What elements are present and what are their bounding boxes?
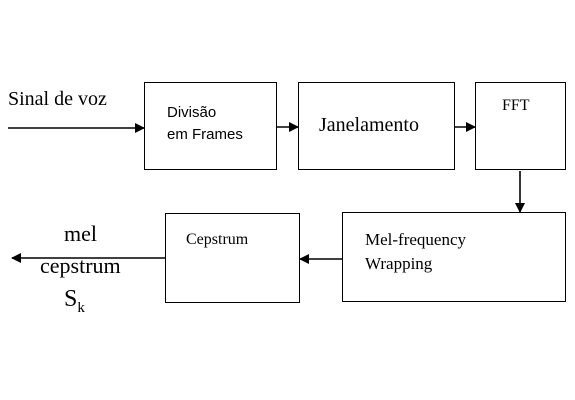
box-divisao-line1: Divisão	[167, 104, 217, 121]
box-fft: FFT	[475, 82, 566, 170]
output-label-line2: cepstrum	[40, 253, 121, 278]
output-label-line1: mel	[64, 221, 97, 246]
box-divisao-line2: em Frames	[167, 126, 243, 143]
box-janelamento-label: Janelamento	[319, 114, 419, 136]
box-janelamento: Janelamento	[298, 82, 455, 170]
box-cepstrum: Cepstrum	[165, 213, 300, 303]
input-label: Sinal de voz	[8, 88, 107, 110]
box-melfreq-line1: Mel-frequency	[365, 230, 467, 249]
output-symbol: Sk	[64, 286, 85, 316]
output-symbol-letter: S	[64, 286, 78, 312]
box-melfreq-line2: Wrapping	[365, 254, 433, 273]
output-symbol-subscript: k	[77, 299, 85, 316]
box-fft-label: FFT	[502, 97, 530, 114]
box-mel-frequency-wrapping: Mel-frequency Wrapping	[342, 212, 566, 302]
box-divisao-em-frames: Divisão em Frames	[144, 82, 277, 170]
box-cepstrum-label: Cepstrum	[186, 231, 249, 248]
